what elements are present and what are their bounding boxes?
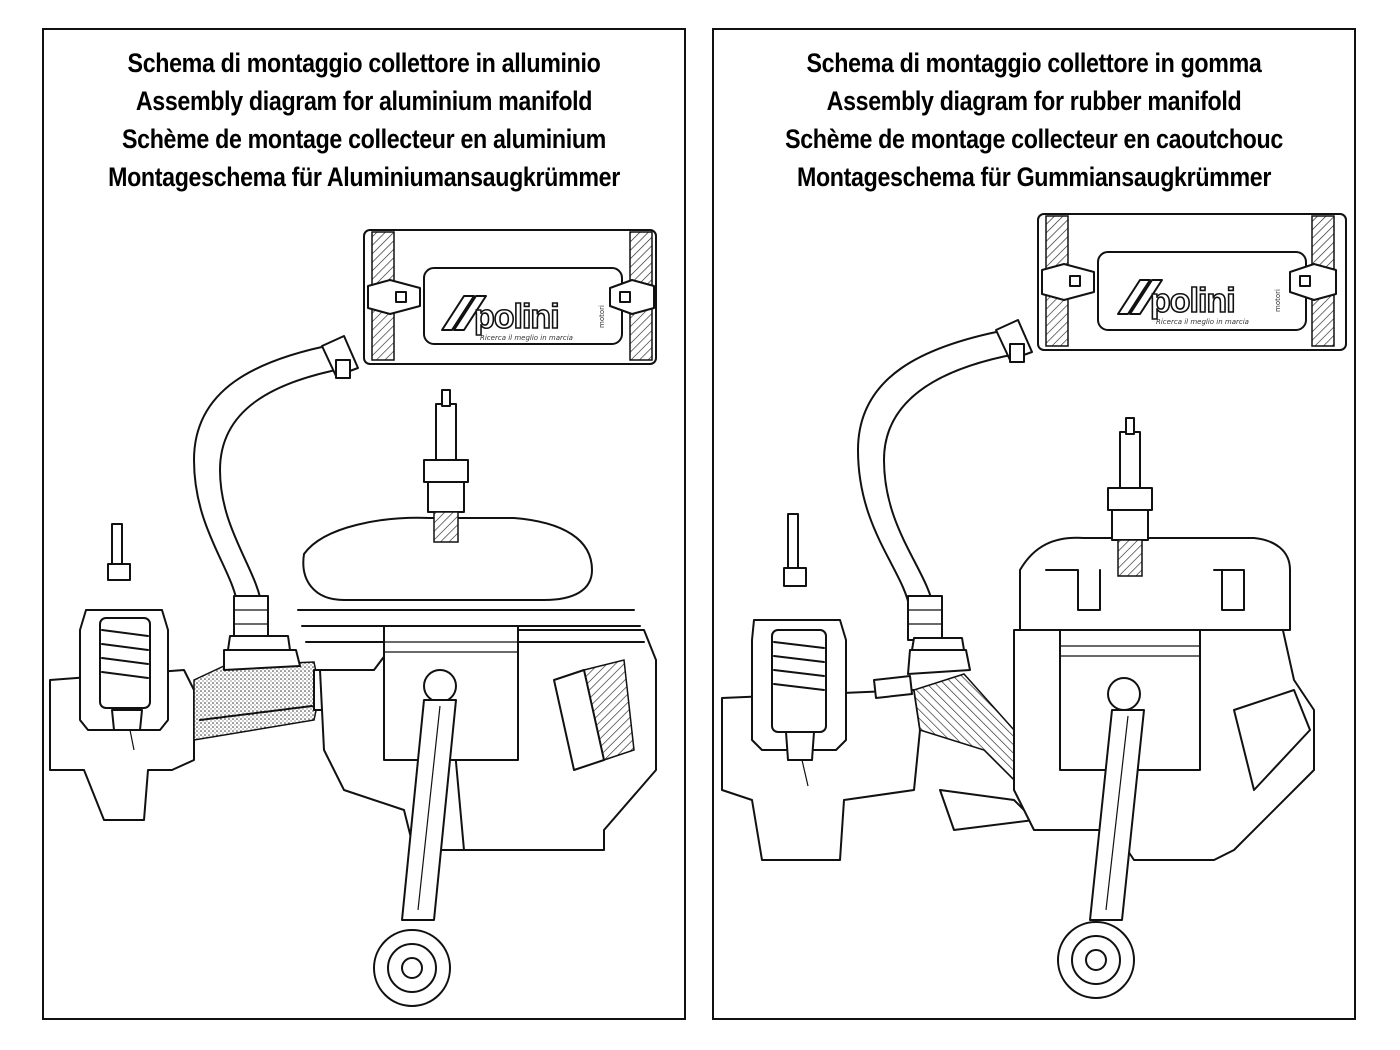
logo-motori-text: motori (598, 305, 606, 328)
rubber-manifold (873, 637, 1045, 831)
title-english: Assembly diagram for rubber manifold (826, 86, 1242, 116)
carburettor (49, 523, 195, 821)
piston (383, 625, 519, 761)
title-italian: Schema di montaggio collettore in allumi… (127, 48, 601, 78)
carburettor (721, 513, 921, 861)
piston (1059, 629, 1201, 771)
spark-plug (423, 389, 469, 543)
engine-diagram-aluminium: polini motori Ricerca il meglio in marci… (49, 229, 657, 1007)
filter-hose (193, 335, 359, 639)
logo-brand-text: polini (1150, 282, 1235, 320)
connecting-rod (373, 699, 457, 1007)
logo-motori-text: motori (1274, 289, 1282, 312)
panel-aluminium-manifold: Schema di montaggio collettore in allumi… (42, 28, 686, 1020)
engine-diagram-rubber: polini motori Ricerca il meglio in marci… (721, 213, 1347, 999)
spark-plug (1107, 417, 1153, 577)
air-filter: polini motori Ricerca il meglio in marci… (363, 229, 657, 365)
polini-logo: polini motori Ricerca il meglio in marci… (441, 295, 606, 342)
engine-block (1013, 417, 1315, 861)
connecting-rod (1057, 709, 1145, 999)
panel-rubber-manifold: Schema di montaggio collettore in gomma … (712, 28, 1356, 1020)
polini-logo: polini motori Ricerca il meglio in marci… (1117, 279, 1282, 326)
title-english: Assembly diagram for aluminium manifold (135, 86, 593, 116)
title-italian: Schema di montaggio collettore in gomma (806, 48, 1262, 78)
logo-tagline-text: Ricerca il meglio in marcia (480, 334, 573, 342)
title-german: Montageschema für Gummiansaugkrümmer (796, 162, 1272, 192)
air-filter: polini motori Ricerca il meglio in marci… (1037, 213, 1347, 351)
title-french: Schème de montage collecteur en caoutcho… (785, 124, 1283, 154)
panel-title-block: Schema di montaggio collettore in gomma … (714, 44, 1354, 196)
title-german: Montageschema für Aluminiumansaugkrümmer (108, 162, 620, 192)
title-french: Schème de montage collecteur en aluminiu… (122, 124, 606, 154)
filter-hose (857, 319, 1033, 641)
logo-brand-text: polini (474, 298, 559, 336)
panel-title-block: Schema di montaggio collettore in allumi… (44, 44, 684, 196)
engine-block (297, 389, 657, 851)
logo-tagline-text: Ricerca il meglio in marcia (1156, 318, 1249, 326)
